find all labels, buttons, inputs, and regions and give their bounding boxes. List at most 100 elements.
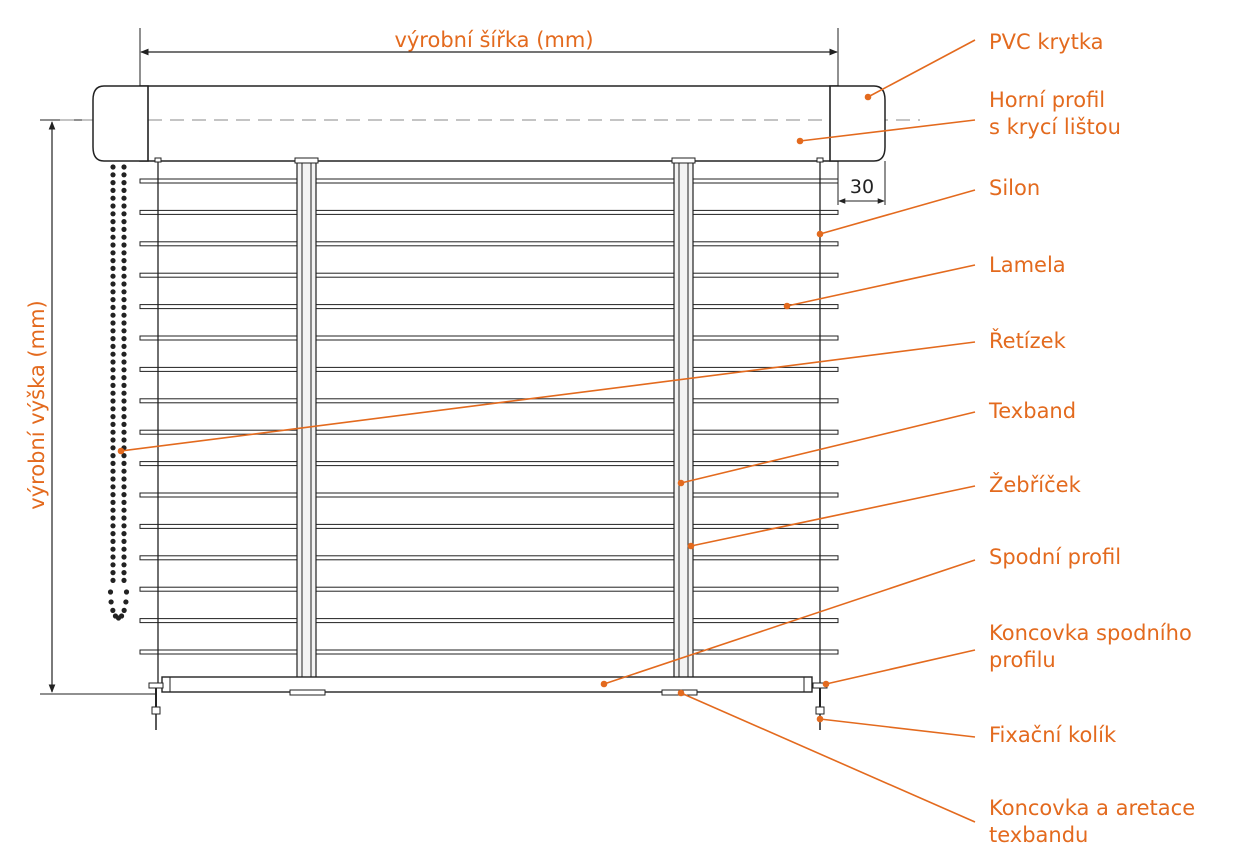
callout-label-spodni-profil: Spodní profil [989,545,1121,569]
chain-bead [121,554,127,560]
chain-bead [121,242,127,248]
callout-label-silon: Silon [989,176,1040,200]
chain-bead [121,195,127,201]
chain-bead [121,289,127,295]
leader-dot [796,137,804,145]
callout-label-texband: Texband [988,399,1076,423]
string-clip [816,157,824,163]
string-clip [154,157,162,163]
chain-bead [121,382,127,388]
callout-label-fixacni-kolik: Fixační kolík [989,723,1117,747]
chain-bead [110,281,116,287]
callout-silon: Silon [816,176,1040,238]
chain-bead [110,265,116,271]
chain-bead [110,437,116,443]
chain-bead [110,203,116,209]
callout-spodni-profil: Spodní profil [600,545,1121,688]
leader-line [799,119,976,142]
chain-bead [110,546,116,552]
leader-dot [600,680,608,688]
chain-bead [110,562,116,568]
texband [296,159,317,691]
chain-bead [121,234,127,240]
chain-bead [121,390,127,396]
slat [139,209,839,215]
chain-bead [121,304,127,310]
chain-bead [110,172,116,178]
chain-bead [121,281,127,287]
chain-bead [110,187,116,193]
right-end-cap [829,85,886,162]
chain-bead [110,226,116,232]
leader-line [825,649,976,685]
callout-zebricek: Žebříček [687,472,1082,550]
chain-bead [110,607,116,613]
chain-bead [110,460,116,466]
chain-bead [121,226,127,232]
chain-bead [121,187,127,193]
leader-line [120,341,976,452]
chain-bead [110,554,116,560]
leader-line [603,559,976,685]
slat [139,649,839,655]
chain-bead [110,476,116,482]
chain-bead [110,297,116,303]
leader-line [867,39,976,98]
chain-bead [121,460,127,466]
leader-dot [816,715,824,723]
slats [139,178,839,655]
chain-bead [121,414,127,420]
chain-bead [121,180,127,186]
chain-bead [110,523,116,529]
chain-bead [110,382,116,388]
chain-bead [108,599,114,605]
chain-bead [110,304,116,310]
leader-dot [822,680,830,688]
chain-bead [121,607,127,613]
chain-bead [110,375,116,381]
chain-bead [121,421,127,427]
callout-lamela: Lamela [783,253,1066,310]
chain-bead [121,375,127,381]
chain-bead [110,468,116,474]
chain-bead [121,570,127,576]
chain-bead [121,320,127,326]
chain-bead [110,453,116,459]
chain-bead [110,570,116,576]
slat [139,241,839,247]
chain-bead [121,468,127,474]
chain-bead [123,589,130,595]
chain-bead [110,367,116,373]
chain-bead [110,328,116,334]
leader-dot [677,479,685,487]
slat [139,523,839,529]
height-dimension: výrobní výška (mm) [25,119,155,695]
chain-bead [121,429,127,435]
chain-bead [121,351,127,357]
callout-texband: Texband [677,399,1076,487]
chain-bead [110,250,116,256]
chain-bead [123,599,129,605]
chain-bead [121,336,127,342]
chain-bead [110,289,116,295]
chain-bead [118,613,125,619]
leader-dot [687,542,695,550]
chain-bead [121,172,127,178]
chain-bead [110,406,116,412]
chain-bead [110,429,116,435]
chain-bead [110,312,116,318]
height-dimension-label: výrobní výška (mm) [25,300,49,509]
left-end-cap [92,85,149,162]
chain-bead [110,507,116,513]
chain-bead [110,180,116,186]
callout-pvc-krytka: PVC krytka [864,30,1104,101]
chain-bead [110,359,116,365]
overhang-dimension-label: 30 [850,176,874,198]
chain-bead [110,219,116,225]
callout-label-zebricek: Žebříček [989,472,1082,497]
slat [139,366,839,372]
leader-dot [783,302,791,310]
